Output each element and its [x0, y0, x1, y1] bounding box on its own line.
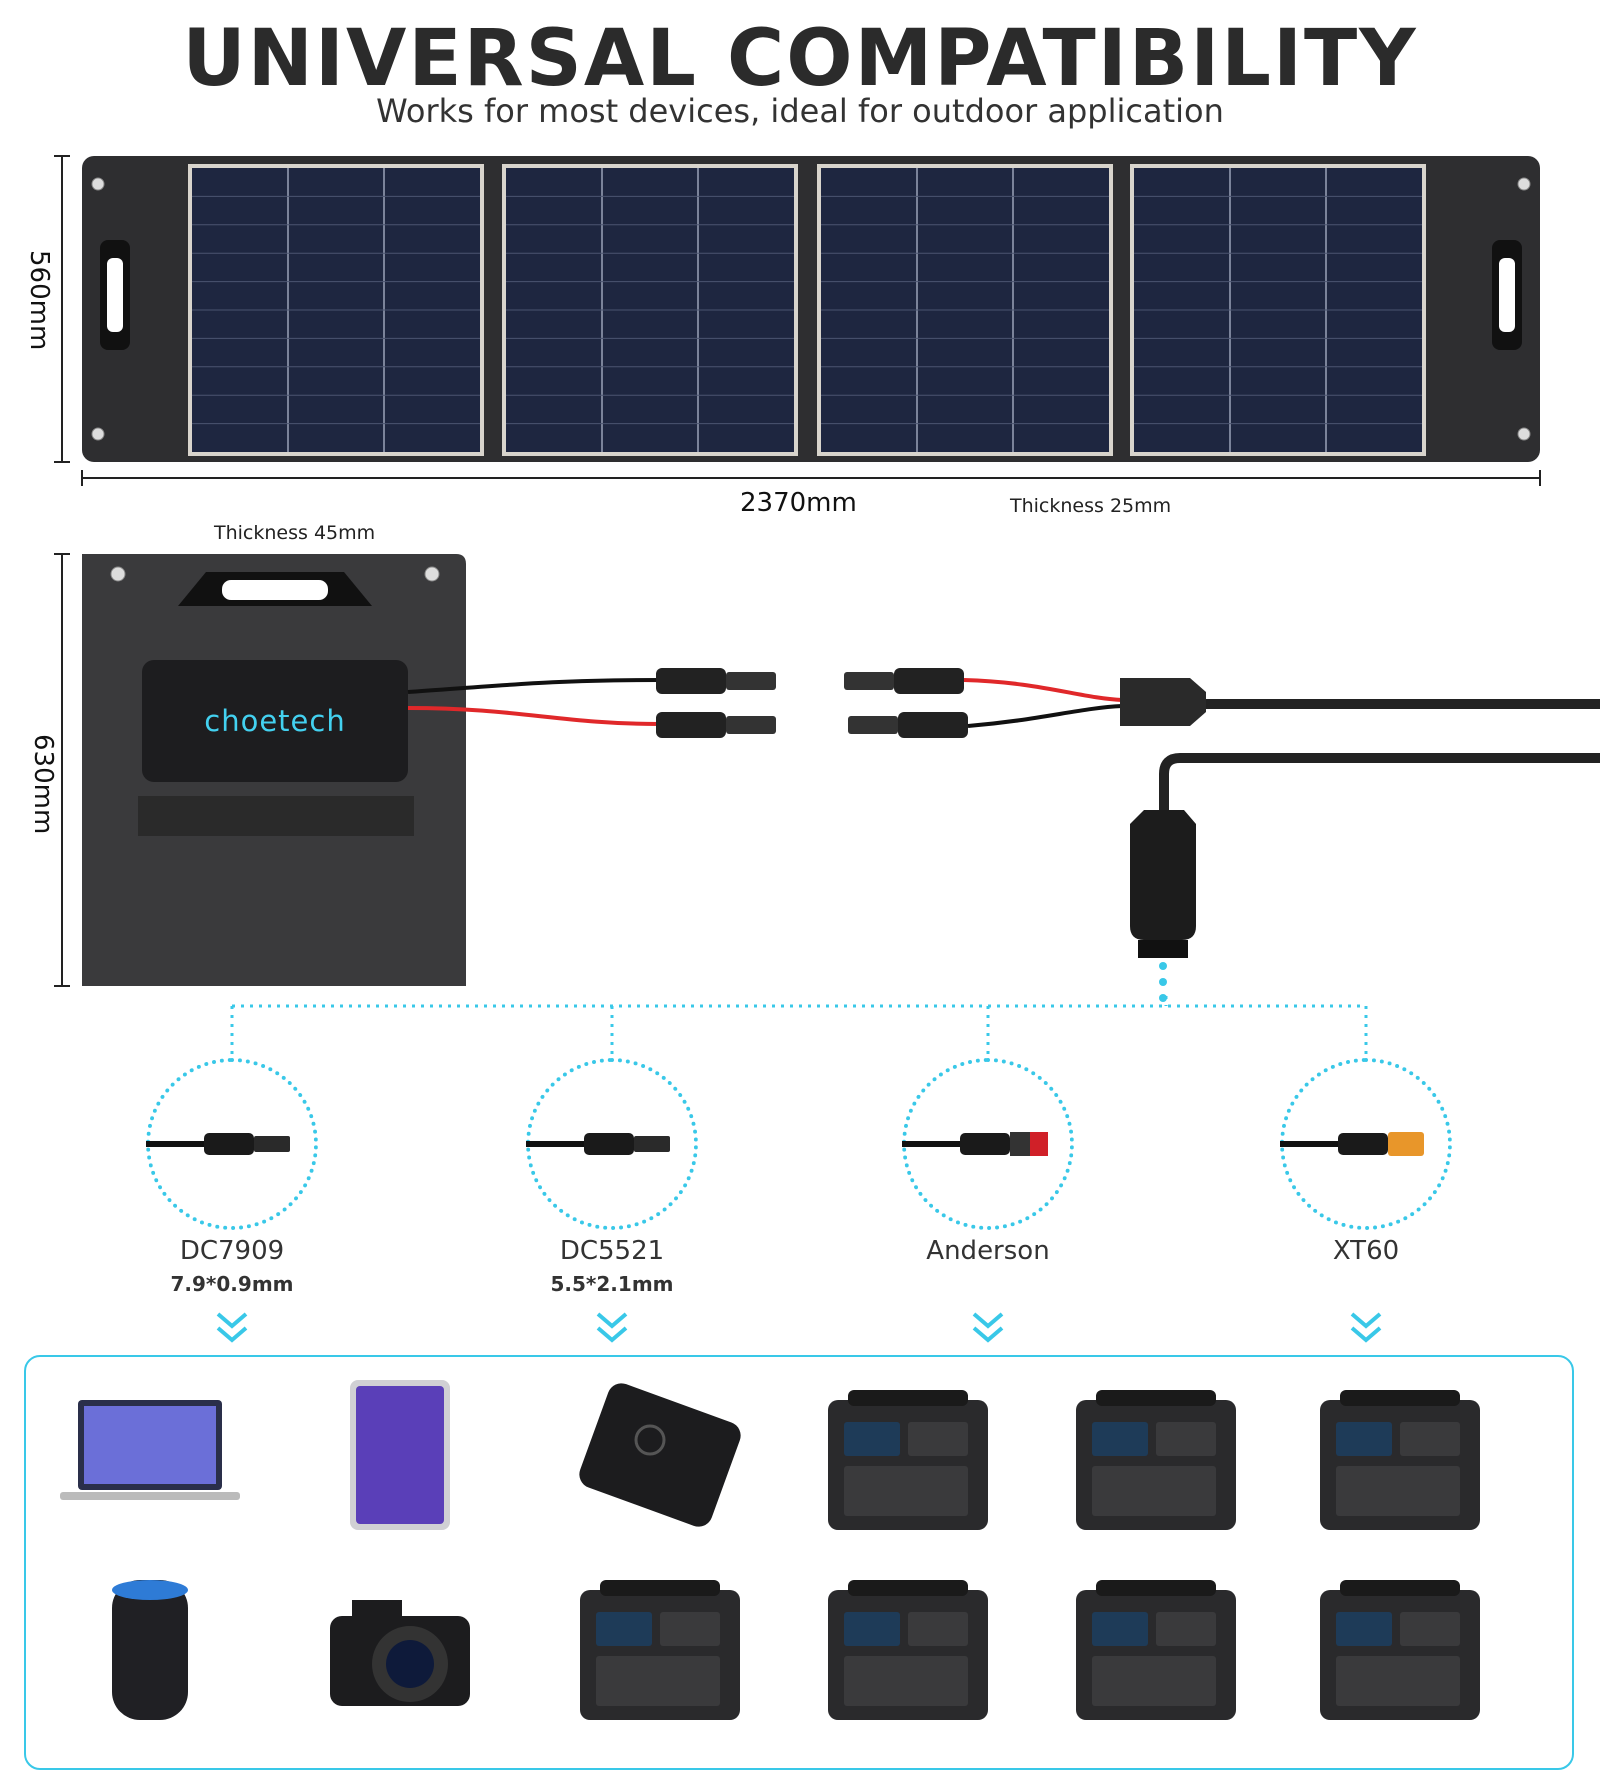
- dc7909-plug-icon: [146, 1128, 296, 1160]
- connector-circle-xt60: [1280, 1058, 1452, 1230]
- connector-size-label: 5.5*2.1mm: [550, 1272, 674, 1296]
- folded-thickness-label: Thickness 45mm: [214, 522, 376, 544]
- connector-circle-dc7909: [146, 1058, 318, 1230]
- chevron-down-icon: [214, 1310, 250, 1348]
- chevron-down-icon: [970, 1310, 1006, 1348]
- chevron-down-icon: [594, 1310, 630, 1348]
- brand-logo: choetech: [204, 704, 346, 738]
- smart-speaker-image: [50, 1560, 250, 1740]
- power-station-image-4: [560, 1560, 760, 1740]
- connector-label: DC7909: [179, 1236, 285, 1266]
- power-station-image-5: [808, 1560, 1008, 1740]
- connector-size-label: 7.9*0.9mm: [170, 1272, 294, 1296]
- connector-label: DC5521: [559, 1236, 665, 1266]
- power-station-image-7: [1300, 1560, 1500, 1740]
- laptop-image: [50, 1370, 250, 1550]
- dc5521-plug-icon: [526, 1128, 676, 1160]
- panel-thickness-label: Thickness 25mm: [1010, 495, 1172, 517]
- panel-height-label: 560mm: [24, 250, 54, 351]
- connector-circle-dc5521: [526, 1058, 698, 1230]
- power-station-image-6: [1056, 1560, 1256, 1740]
- compatible-devices-panel: [24, 1355, 1574, 1770]
- panel-width-label: 2370mm: [740, 488, 857, 518]
- connector-circle-anderson: [902, 1058, 1074, 1230]
- camera-image: [300, 1560, 500, 1740]
- chevron-down-icon: [1348, 1310, 1384, 1348]
- power-station-image-3: [1300, 1370, 1500, 1550]
- page-title: UNIVERSAL COMPATIBILITY: [182, 14, 1418, 104]
- power-station-image-1: [808, 1370, 1008, 1550]
- xt60-plug-icon: [1280, 1128, 1430, 1160]
- connector-branch-lines: [230, 996, 1368, 1058]
- power-station-image-2: [1056, 1370, 1256, 1550]
- power-bank-image: [560, 1370, 760, 1550]
- connector-label: XT60: [1332, 1236, 1400, 1266]
- folded-panel-and-cables: [54, 553, 1600, 1002]
- connector-label: Anderson: [926, 1236, 1050, 1266]
- page-subtitle: Works for most devices, ideal for outdoo…: [376, 92, 1224, 130]
- anderson-plug-icon: [902, 1128, 1052, 1160]
- unfolded-panel-drawing: [54, 155, 1541, 486]
- tablet-image: [300, 1370, 500, 1550]
